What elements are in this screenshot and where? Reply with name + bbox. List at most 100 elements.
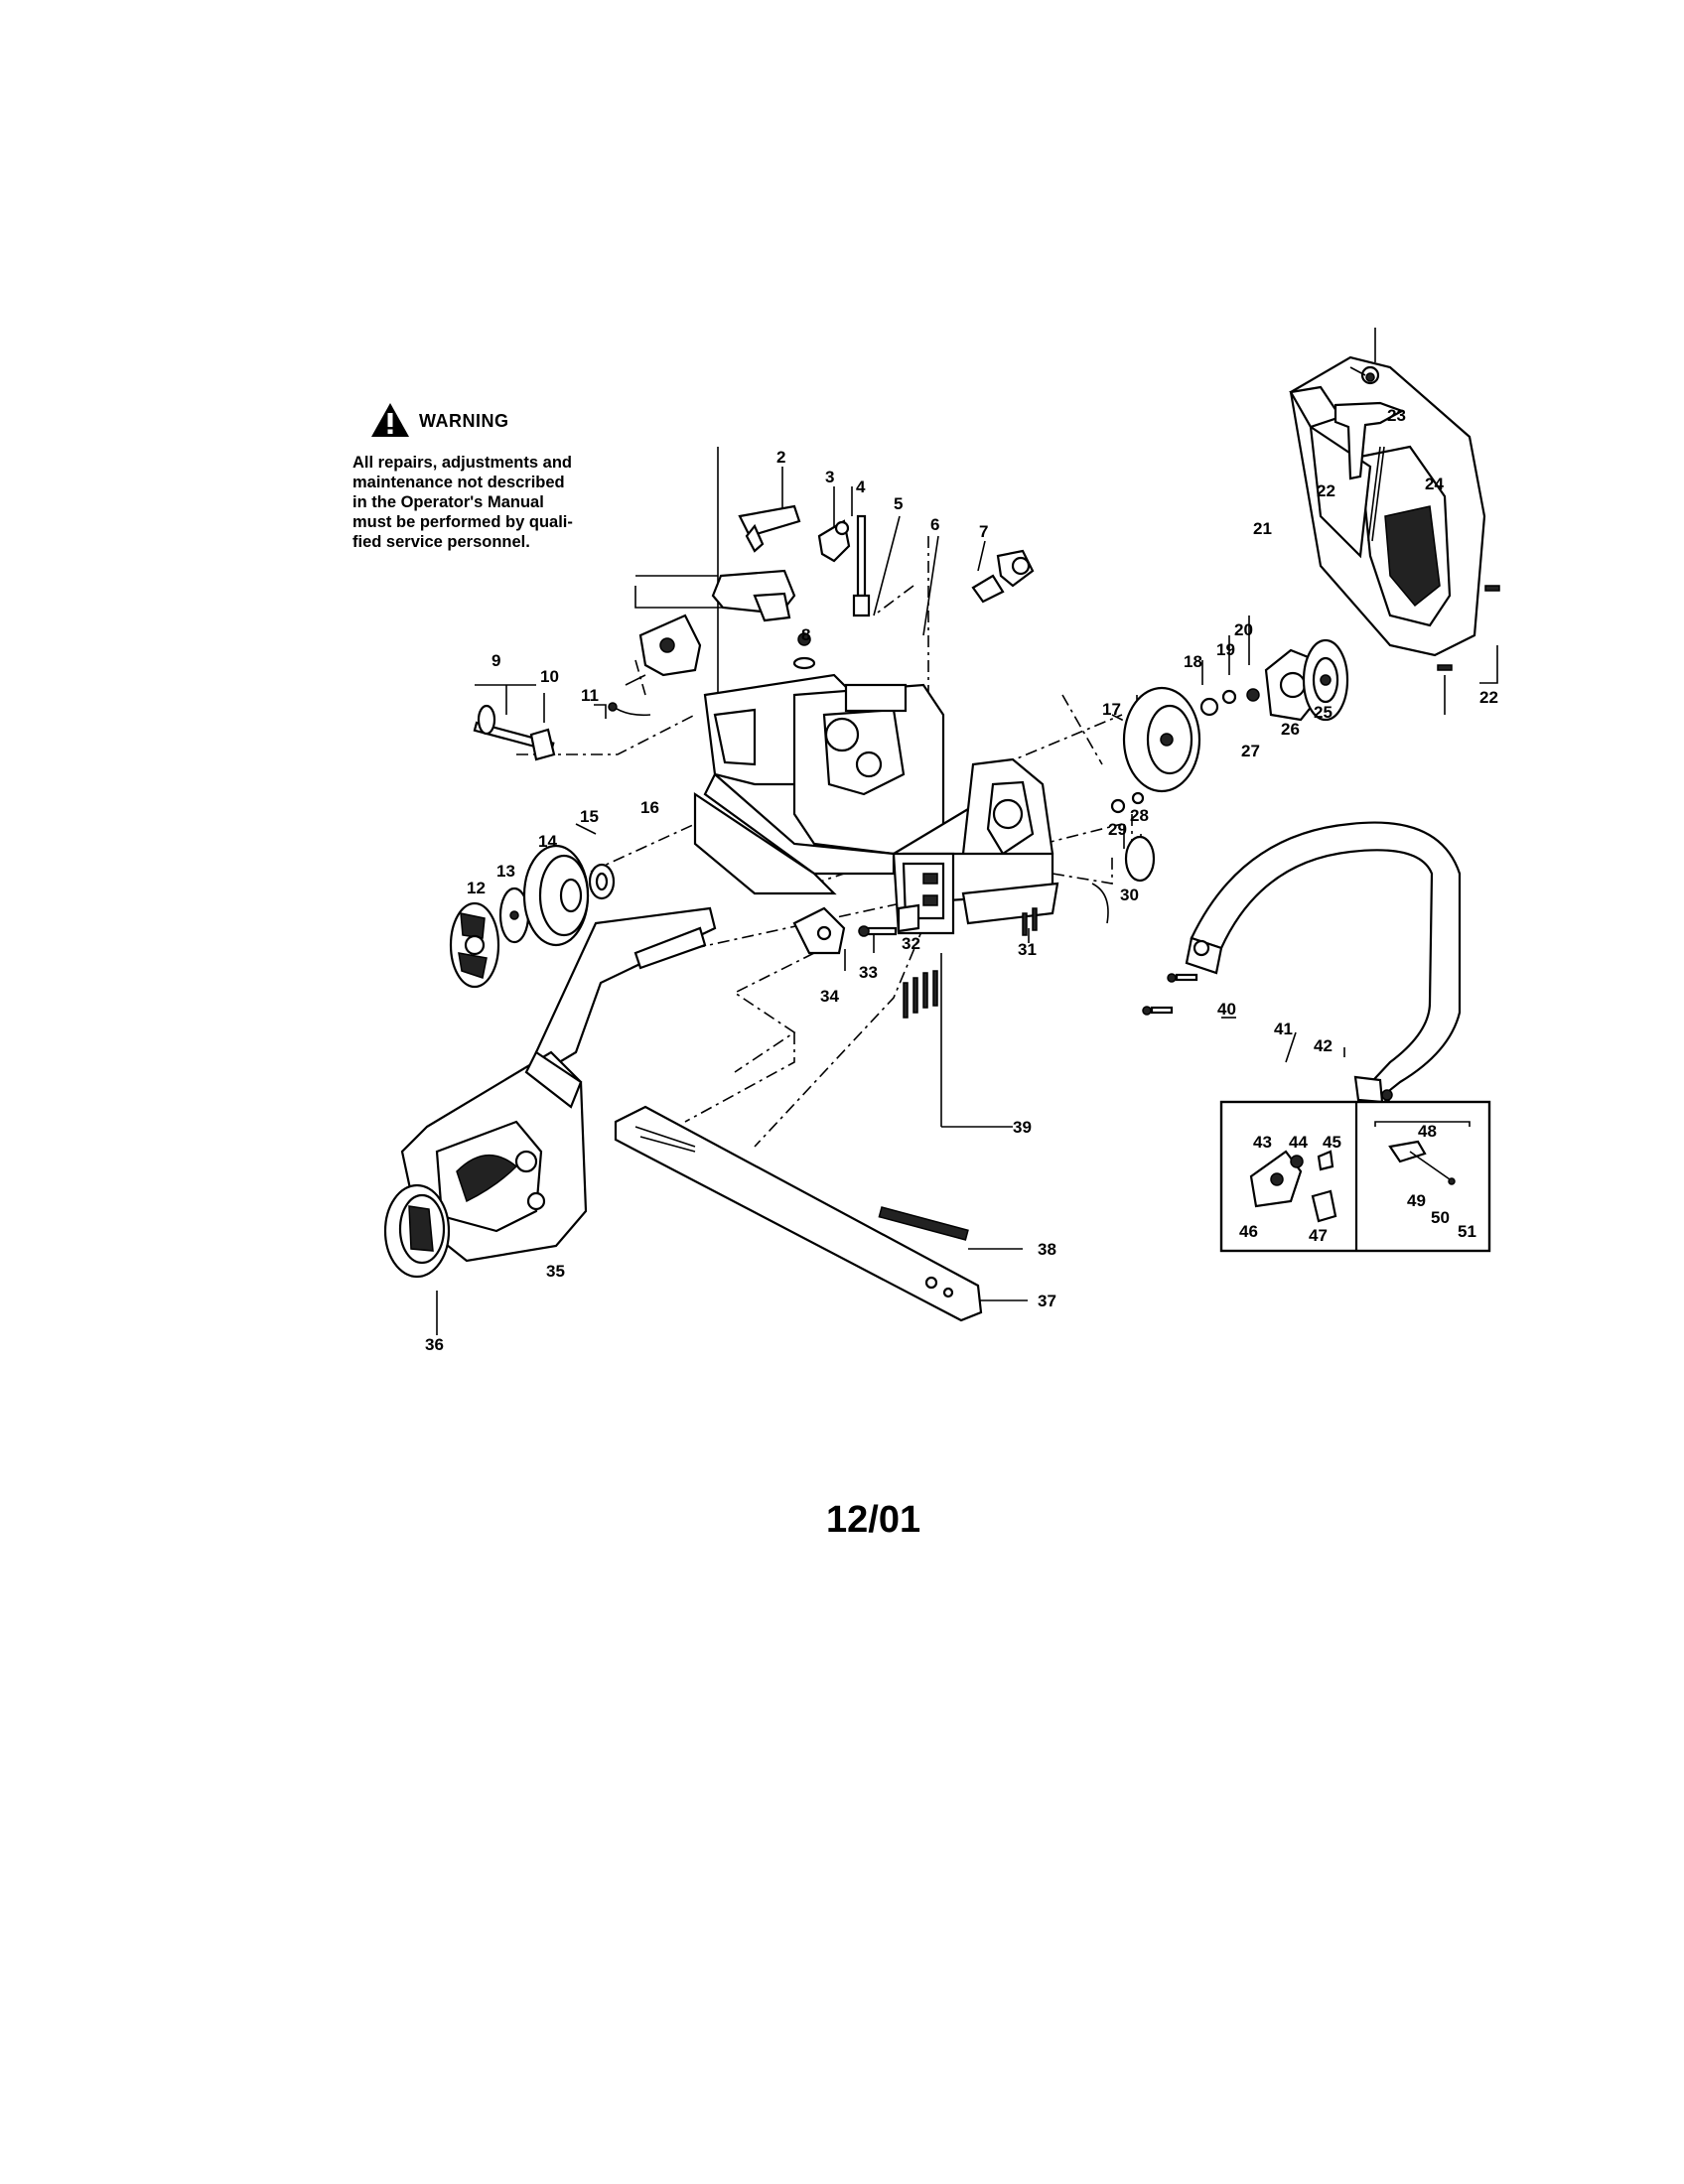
callout-label: 38 bbox=[1038, 1240, 1056, 1259]
part-19-nut bbox=[1221, 689, 1237, 705]
callout-labels: 2 3 4 5 6 7 8 9 10 11 12 13 14 15 16 17 … bbox=[425, 406, 1498, 1354]
left-bolt-parts bbox=[473, 702, 651, 761]
part-23-starter-handle bbox=[1333, 401, 1405, 542]
part-36-bar-nut bbox=[383, 1183, 451, 1279]
callout-label: 2 bbox=[776, 448, 785, 467]
inset-parts-box bbox=[1219, 1100, 1491, 1253]
part-30-sprocket bbox=[1091, 835, 1156, 924]
part-29-pin bbox=[1110, 798, 1126, 814]
part-45-clip bbox=[1317, 1150, 1334, 1171]
warning-title: WARNING bbox=[419, 411, 509, 431]
callout-label: 21 bbox=[1253, 519, 1272, 538]
callout-label: 33 bbox=[859, 963, 878, 982]
callout-label: 37 bbox=[1038, 1292, 1056, 1310]
warning-line: must be performed by quali- bbox=[352, 513, 573, 531]
callout-label: 43 bbox=[1253, 1133, 1272, 1152]
warning-triangle-icon bbox=[371, 403, 409, 437]
part-35-sprocket-cover bbox=[400, 906, 717, 1263]
callout-label: 14 bbox=[538, 832, 557, 851]
part-40-screws bbox=[1142, 973, 1198, 1016]
engine-block-right bbox=[892, 757, 1059, 935]
part-41-front-handle bbox=[1185, 821, 1462, 1104]
callout-label: 35 bbox=[546, 1262, 565, 1281]
part-22-screws bbox=[1349, 366, 1500, 671]
callout-label: 11 bbox=[581, 686, 599, 705]
part-31-screw bbox=[1022, 912, 1028, 936]
callout-label: 22 bbox=[1479, 688, 1498, 707]
callout-label: 12 bbox=[467, 879, 486, 897]
lower-center-parts bbox=[792, 903, 1038, 1019]
warning-line: in the Operator's Manual bbox=[352, 493, 544, 511]
part-21-starter-housing bbox=[1289, 355, 1486, 657]
part-39-screw bbox=[903, 982, 909, 1019]
callout-label: 27 bbox=[1241, 742, 1260, 760]
callout-label: 17 bbox=[1102, 700, 1121, 719]
warning-line: maintenance not described bbox=[352, 474, 565, 491]
part-28-pin bbox=[1131, 791, 1145, 805]
callout-label: 42 bbox=[1314, 1036, 1333, 1055]
part-14-drum bbox=[522, 844, 590, 947]
callout-label: 22 bbox=[1317, 481, 1335, 500]
warning-line: fied service personnel. bbox=[352, 533, 530, 551]
callout-label: 40 bbox=[1217, 1000, 1236, 1019]
callout-label: 8 bbox=[801, 625, 810, 644]
callout-label: 39 bbox=[1013, 1118, 1032, 1137]
clutch-parts bbox=[449, 844, 616, 989]
part-33-screw bbox=[864, 926, 898, 936]
part-27-nut bbox=[1246, 688, 1260, 702]
callout-label: 46 bbox=[1239, 1222, 1258, 1241]
callout-label: 51 bbox=[1458, 1222, 1476, 1241]
callout-label: 34 bbox=[820, 987, 839, 1006]
callout-label: 44 bbox=[1289, 1133, 1308, 1152]
engine-housing-part-16 bbox=[693, 673, 1005, 895]
callout-label: 9 bbox=[491, 651, 500, 670]
callout-label: 6 bbox=[930, 515, 939, 534]
callout-label: 41 bbox=[1274, 1020, 1293, 1038]
callout-label: 48 bbox=[1418, 1122, 1437, 1141]
callout-label: 23 bbox=[1387, 406, 1406, 425]
callout-label: 29 bbox=[1108, 820, 1127, 839]
starter-flywheel-parts bbox=[1091, 638, 1349, 924]
part-25-spring bbox=[1302, 638, 1349, 722]
part-7-nut bbox=[971, 574, 1005, 604]
part-15-bearing bbox=[588, 863, 616, 900]
part-44-knob bbox=[1290, 1155, 1304, 1168]
callout-label: 20 bbox=[1234, 620, 1253, 639]
callout-label: 4 bbox=[856, 478, 866, 496]
callout-label: 7 bbox=[979, 522, 988, 541]
callout-label: 30 bbox=[1120, 886, 1139, 904]
callout-label: 5 bbox=[894, 494, 903, 513]
callout-label: 3 bbox=[825, 468, 834, 486]
callout-label: 32 bbox=[902, 934, 920, 953]
top-parts bbox=[625, 504, 1035, 686]
callout-label: 28 bbox=[1130, 806, 1149, 825]
part-10-spacer bbox=[529, 728, 556, 761]
part-48-latch bbox=[1388, 1140, 1427, 1163]
callout-label: 36 bbox=[425, 1335, 444, 1354]
callout-label: 47 bbox=[1309, 1226, 1328, 1245]
callout-label: 49 bbox=[1407, 1191, 1426, 1210]
part-12-clutch bbox=[449, 901, 500, 989]
part-37-guide-bar bbox=[614, 1105, 983, 1322]
callout-label: 26 bbox=[1281, 720, 1300, 739]
part-47-clip bbox=[1311, 1189, 1337, 1223]
callout-label: 31 bbox=[1018, 940, 1037, 959]
callout-label: 25 bbox=[1314, 703, 1333, 722]
part-17-flywheel bbox=[1122, 686, 1201, 793]
warning-text: All repairs, adjustments and maintenance… bbox=[352, 453, 640, 552]
callout-label: 13 bbox=[496, 862, 515, 881]
part-13-washer bbox=[498, 887, 530, 944]
callout-label: 45 bbox=[1323, 1133, 1341, 1152]
callout-label: 24 bbox=[1425, 475, 1444, 493]
callout-label: 10 bbox=[540, 667, 559, 686]
callout-label: 19 bbox=[1216, 640, 1235, 659]
callout-label: 16 bbox=[640, 798, 659, 817]
warning-line: All repairs, adjustments and bbox=[352, 454, 572, 472]
callout-label: 18 bbox=[1184, 652, 1202, 671]
part-18-washer bbox=[1199, 697, 1219, 717]
date-code: 12/01 bbox=[826, 1499, 921, 1541]
part-38-chain bbox=[878, 1206, 969, 1241]
callout-label: 50 bbox=[1431, 1208, 1450, 1227]
part-5-rod bbox=[856, 514, 867, 598]
